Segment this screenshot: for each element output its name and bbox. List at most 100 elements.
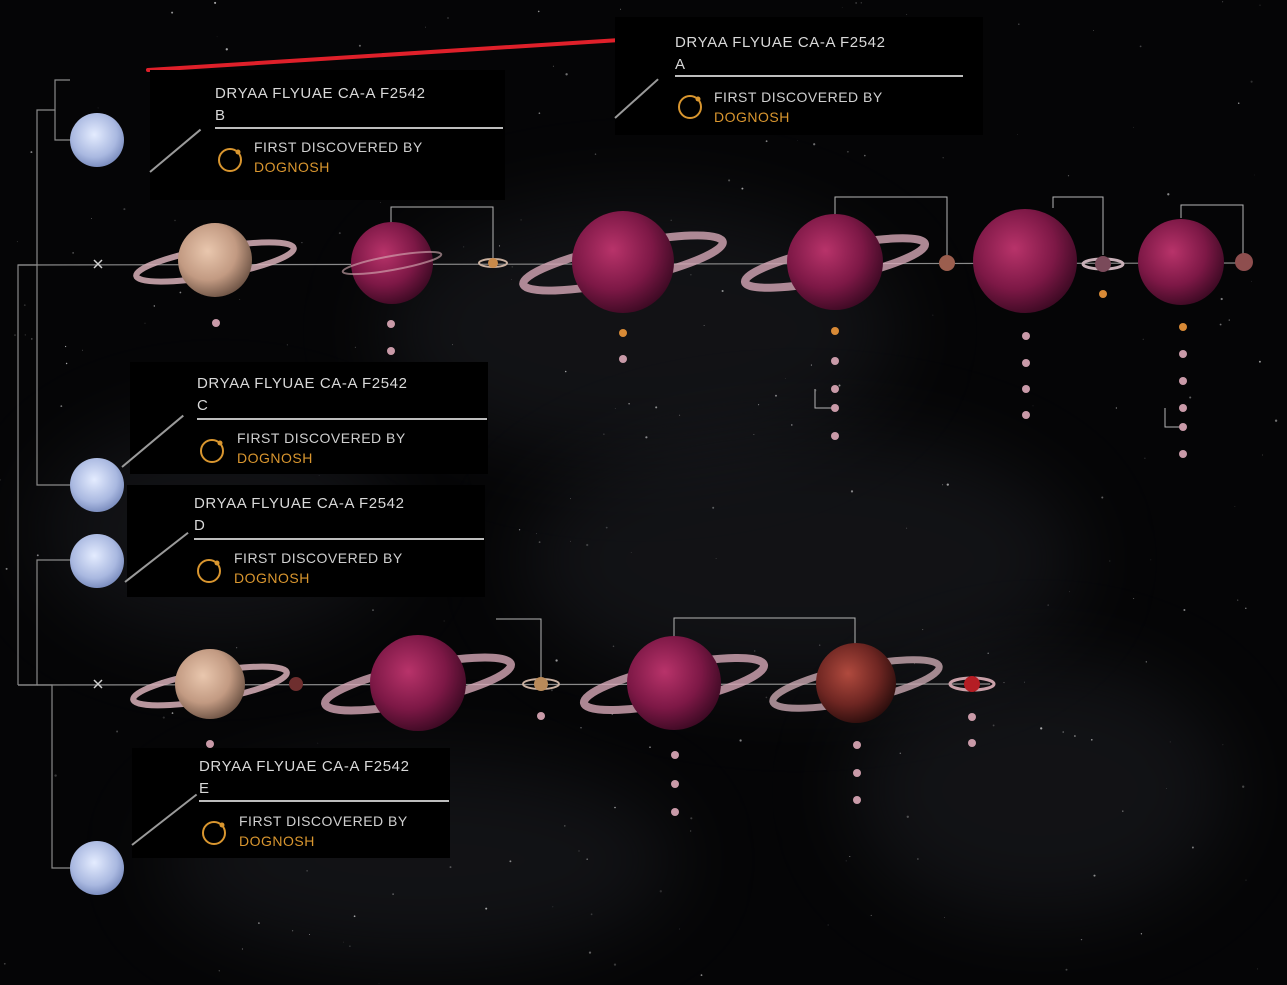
moon[interactable] — [1179, 350, 1187, 358]
background-star — [1222, 744, 1224, 746]
planet-small-ringed[interactable] — [522, 677, 560, 691]
background-star — [864, 154, 866, 157]
moon[interactable] — [1022, 359, 1030, 367]
background-star — [216, 36, 218, 38]
moon[interactable] — [537, 712, 545, 720]
planet-class-iv-ringed[interactable] — [740, 214, 930, 310]
moon[interactable] — [831, 432, 839, 440]
star-icon[interactable] — [70, 113, 124, 167]
background-star — [1150, 559, 1152, 561]
planet-small-red-ringed[interactable] — [948, 676, 996, 692]
background-star — [301, 241, 303, 244]
background-star — [225, 48, 228, 51]
moon[interactable] — [289, 677, 303, 691]
background-star — [810, 364, 812, 366]
moon[interactable] — [387, 320, 395, 328]
moon[interactable] — [1099, 290, 1107, 298]
planet-class-iv[interactable] — [973, 209, 1077, 313]
moon[interactable] — [831, 357, 839, 365]
planet-class-iv-brown-ringed[interactable] — [769, 643, 943, 723]
moon[interactable] — [671, 780, 679, 788]
moon[interactable] — [619, 355, 627, 363]
moon[interactable] — [1179, 450, 1187, 458]
moon[interactable] — [853, 741, 861, 749]
background-star — [917, 858, 919, 860]
body-label-e[interactable]: DRYAA FLYUAE CA-A F2542 E FIRST DISCOVER… — [131, 748, 450, 858]
planet-class-iv[interactable] — [1138, 219, 1224, 305]
moon[interactable] — [212, 319, 220, 327]
moon[interactable] — [1022, 385, 1030, 393]
background-star — [372, 609, 374, 611]
background-star — [712, 506, 715, 509]
background-star — [538, 112, 541, 115]
background-star — [628, 403, 630, 405]
background-star — [860, 2, 862, 4]
background-star — [16, 241, 18, 243]
moon[interactable] — [853, 769, 861, 777]
moon[interactable] — [671, 808, 679, 816]
planet-small-ringed[interactable] — [1081, 256, 1125, 272]
tree-branch — [17, 79, 70, 685]
planet-class-iv[interactable] — [341, 222, 443, 304]
moon[interactable] — [619, 329, 627, 337]
moon[interactable] — [968, 739, 976, 747]
moon[interactable] — [1179, 423, 1187, 431]
background-star — [349, 945, 351, 947]
moon[interactable] — [831, 327, 839, 335]
background-star — [1090, 738, 1093, 741]
moon[interactable] — [853, 796, 861, 804]
moon[interactable] — [1179, 377, 1187, 385]
background-star — [498, 245, 501, 247]
moon[interactable] — [1179, 404, 1187, 412]
moon[interactable] — [387, 347, 395, 355]
planet-class-i-ringed[interactable] — [133, 223, 297, 297]
moon[interactable] — [1022, 332, 1030, 340]
discovered-label: FIRST DISCOVERED BY — [239, 813, 408, 829]
planet-class-iv-ringed[interactable] — [321, 635, 515, 731]
background-star — [899, 752, 902, 755]
label-name: DRYAA FLYUAE CA-A F2542 — [199, 758, 410, 775]
background-star — [1040, 727, 1043, 730]
moon[interactable] — [671, 751, 679, 759]
moon[interactable] — [939, 255, 955, 271]
background-star — [855, 2, 857, 4]
star-icon[interactable] — [70, 534, 124, 588]
planet-small-ringed[interactable] — [478, 258, 508, 268]
background-star — [380, 202, 381, 203]
moon[interactable] — [206, 740, 214, 748]
planet-class-i-ringed[interactable] — [130, 649, 290, 719]
moon[interactable] — [1022, 411, 1030, 419]
tree-branch — [18, 559, 72, 686]
background-star — [613, 963, 617, 966]
moon[interactable] — [831, 385, 839, 393]
body-label-b[interactable]: DRYAA FLYUAE CA-A F2542 B FIRST DISCOVER… — [149, 70, 505, 200]
background-star — [1258, 360, 1261, 363]
background-star — [690, 817, 693, 820]
background-star — [1133, 598, 1135, 600]
background-star — [1067, 175, 1070, 177]
moon[interactable] — [831, 404, 839, 412]
moon[interactable] — [1235, 253, 1253, 271]
planet-class-iv-ringed[interactable] — [519, 211, 727, 313]
background-star — [758, 404, 760, 406]
binary-brackets — [390, 196, 1244, 837]
moon[interactable] — [1179, 323, 1187, 331]
moon[interactable] — [968, 713, 976, 721]
background-star — [258, 922, 260, 924]
background-star — [30, 151, 33, 154]
background-star — [153, 305, 155, 307]
star-icon[interactable] — [70, 841, 124, 895]
background-star — [1133, 126, 1135, 128]
background-star — [1032, 405, 1034, 407]
body-label-a[interactable]: DRYAA FLYUAE CA-A F2542 A FIRST DISCOVER… — [614, 17, 983, 135]
background-star — [443, 620, 445, 622]
body-label-d[interactable]: DRYAA FLYUAE CA-A F2542 D FIRST DISCOVER… — [124, 485, 485, 597]
background-star — [1256, 968, 1259, 970]
planet-class-iv-ringed[interactable] — [579, 636, 769, 730]
background-star — [5, 567, 8, 570]
background-star — [1062, 731, 1064, 733]
body-label-c[interactable]: DRYAA FLYUAE CA-A F2542 C FIRST DISCOVER… — [121, 362, 488, 474]
background-star — [60, 405, 63, 408]
star-icon[interactable] — [70, 458, 124, 512]
